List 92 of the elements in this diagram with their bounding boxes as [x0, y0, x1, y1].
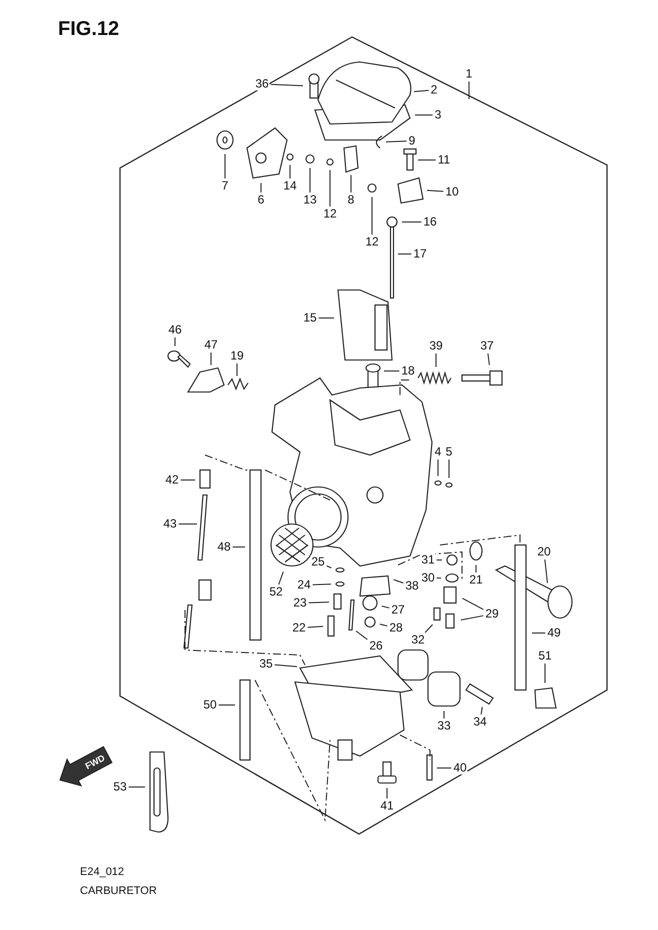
callout-number: 38 [404, 580, 420, 592]
leader-line [236, 363, 238, 376]
callout-number: 7 [220, 180, 230, 192]
callout-number: 19 [229, 350, 245, 362]
callout-number: 10 [444, 186, 460, 198]
callout-number: 41 [379, 800, 395, 812]
callout-number: 51 [537, 650, 553, 662]
leader-line [480, 706, 483, 715]
leader-line [487, 353, 490, 366]
leader-line [260, 182, 262, 193]
callout-number: 40 [452, 762, 468, 774]
callout-number: 12 [322, 208, 338, 220]
callout-number: 37 [479, 340, 495, 352]
leader-line [468, 81, 470, 100]
callout-number: 5 [444, 446, 454, 458]
leader-line [356, 630, 368, 640]
direction-label: FWD [84, 752, 106, 772]
leader-line [544, 559, 548, 584]
callout-number: 33 [436, 720, 452, 732]
callout-number: 2 [430, 84, 438, 96]
leader-line [312, 584, 332, 586]
leader-line [544, 663, 546, 684]
callout-number: 16 [422, 216, 438, 228]
callout-number: 34 [472, 716, 488, 728]
callout-number: 22 [291, 622, 307, 634]
callout-number: 50 [202, 698, 218, 712]
leader-line [326, 565, 332, 568]
callout-number: 23 [292, 596, 308, 610]
callout-number: 42 [164, 474, 180, 486]
callout-number: 6 [256, 194, 266, 206]
callout-number: 18 [400, 364, 416, 378]
callout-number: 26 [368, 640, 384, 652]
callout-number: 48 [216, 540, 232, 554]
callout-number: 32 [410, 634, 426, 646]
leader-line [460, 615, 484, 621]
leader-line [532, 632, 546, 634]
callout-number: 36 [254, 78, 270, 90]
leader-line [218, 704, 236, 706]
callout-number: 39 [428, 340, 444, 352]
leader-line [424, 624, 434, 633]
callout-number: 4 [434, 446, 442, 458]
leader-line [413, 90, 430, 92]
leader-line [426, 190, 444, 192]
callout-number: 21 [468, 574, 484, 586]
leader-line [379, 624, 388, 626]
callout-number: 27 [390, 604, 406, 616]
callout-number: 43 [162, 518, 178, 530]
leader-line [393, 579, 404, 584]
leader-line [270, 84, 304, 86]
caption: CARBURETOR [80, 885, 157, 897]
callout-number: 35 [258, 658, 274, 670]
callout-number: 14 [282, 180, 298, 192]
callout-number: 9 [408, 134, 416, 148]
leader-line [274, 664, 298, 668]
callout-number: 47 [203, 338, 219, 352]
drawing-code: E24_012 [80, 866, 124, 878]
leader-line [232, 546, 246, 548]
callout-number: 1 [464, 68, 474, 80]
callout-number: 17 [412, 248, 428, 260]
callout-number: 49 [546, 626, 562, 640]
callout-number: 8 [346, 194, 356, 206]
callout-number: 15 [302, 312, 318, 324]
callout-number: 25 [310, 556, 326, 568]
leader-line [384, 370, 400, 372]
callout-number: 20 [536, 546, 552, 558]
callout-number: 52 [268, 586, 284, 598]
callout-number: 29 [484, 608, 500, 620]
leader-line [350, 174, 352, 193]
callout-number: 13 [302, 194, 318, 206]
leader-line [462, 598, 484, 610]
leader-line [386, 140, 408, 142]
figure-title: FIG.12 [58, 18, 120, 41]
callout-number: 3 [434, 108, 442, 122]
callout-number: 53 [112, 780, 128, 794]
callout-number: 46 [167, 324, 183, 336]
leader-line [210, 352, 212, 366]
leader-line [308, 602, 330, 604]
leader-line [448, 459, 450, 478]
leader-line [381, 606, 390, 608]
leader-line [386, 788, 388, 799]
callout-number: 24 [296, 578, 312, 592]
leader-line [128, 786, 146, 788]
leader-line [174, 337, 176, 346]
callout-number: 30 [420, 572, 436, 584]
leader-line [224, 154, 226, 179]
callout-number: 11 [436, 154, 452, 166]
leader-line [278, 571, 284, 585]
leader-line [307, 626, 324, 628]
callout-number: 31 [420, 554, 436, 566]
leader-line [414, 114, 434, 116]
callout-number: 12 [364, 236, 380, 248]
callout-number: 28 [388, 622, 404, 634]
